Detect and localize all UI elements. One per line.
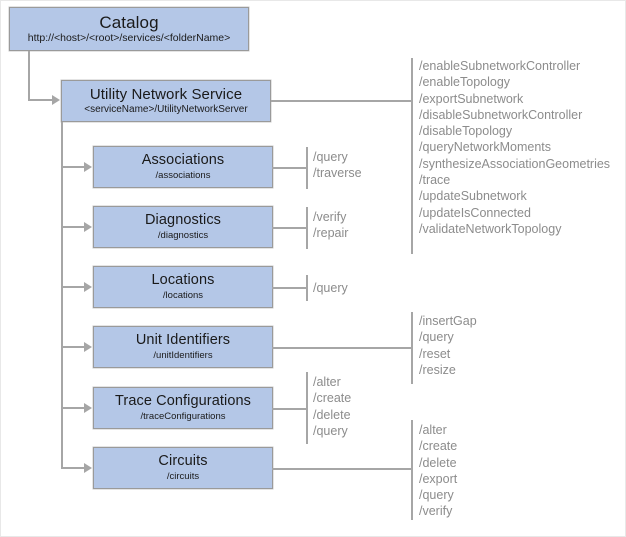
operation-utility-network-service-2: /exportSubnetwork (419, 91, 524, 106)
ops-bar-locations (306, 275, 308, 301)
arrow-branch-associations (84, 162, 92, 172)
node-locations-title: Locations (151, 272, 215, 289)
ops-list-circuits: /alter/create/delete/export/query/verify (419, 422, 457, 520)
node-trace-configurations-title: Trace Configurations (114, 393, 252, 410)
operation-utility-network-service-4: /disableTopology (419, 124, 513, 139)
operation-utility-network-service-1: /enableTopology (419, 75, 511, 90)
ops-list-diagnostics: /verify/repair (313, 209, 348, 242)
arrow-branch-circuits (84, 463, 92, 473)
node-trace-configurations[interactable]: Trace Configurations /traceConfiguration… (93, 387, 273, 429)
connector-uns-trunk (61, 122, 63, 469)
node-catalog[interactable]: Catalog http://<host>/<root>/services/<f… (9, 7, 249, 51)
operation-trace-configurations-3: /query (313, 423, 348, 438)
node-unit-identifiers[interactable]: Unit Identifiers /unitIdentifiers (93, 326, 273, 368)
node-utility-network-service[interactable]: Utility Network Service <serviceName>/Ut… (61, 80, 271, 122)
connector-locations-to-ops (272, 287, 307, 289)
node-diagnostics-path: /diagnostics (157, 229, 209, 241)
operation-unit-identifiers-3: /resize (419, 362, 456, 377)
operation-utility-network-service-8: /updateSubnetwork (419, 189, 527, 204)
node-circuits-title: Circuits (158, 453, 208, 470)
node-catalog-path: http://<host>/<root>/services/<folderNam… (27, 32, 231, 45)
operation-utility-network-service-5: /queryNetworkMoments (419, 140, 551, 155)
ops-bar-utility-network-service (411, 58, 413, 254)
connector-branch-trace-configurations (61, 407, 85, 409)
operation-unit-identifiers-0: /insertGap (419, 314, 477, 328)
connector-branch-circuits (61, 467, 85, 469)
connector-trace-configurations-to-ops (272, 408, 307, 410)
operation-trace-configurations-1: /create (313, 391, 352, 406)
node-catalog-title: Catalog (99, 12, 159, 32)
node-utility-network-service-path: <serviceName>/UtilityNetworkServer (84, 103, 248, 115)
ops-bar-unit-identifiers (411, 312, 413, 384)
node-associations-title: Associations (141, 152, 225, 169)
node-unit-identifiers-title: Unit Identifiers (135, 332, 231, 349)
node-diagnostics-title: Diagnostics (144, 212, 222, 229)
ops-bar-diagnostics (306, 207, 308, 249)
operation-utility-network-service-3: /disableSubnetworkController (419, 107, 583, 122)
ops-list-trace-configurations: /alter/create/delete/query (313, 374, 351, 439)
connector-uns-to-ops (271, 100, 412, 102)
operation-unit-identifiers-1: /query (419, 330, 454, 345)
ops-list-associations: /query/traverse (313, 149, 362, 182)
operation-utility-network-service-9: /updateIsConnected (419, 205, 531, 220)
ops-list-utility-network-service: /enableSubnetworkController/enableTopolo… (419, 58, 610, 237)
connector-branch-associations (61, 166, 85, 168)
node-unit-identifiers-path: /unitIdentifiers (153, 349, 213, 361)
connector-catalog-to-uns (28, 99, 53, 101)
arrow-branch-unit-identifiers (84, 342, 92, 352)
operation-diagnostics-0: /verify (313, 210, 347, 224)
ops-bar-circuits (411, 420, 413, 520)
operation-locations-0: /query (313, 281, 348, 295)
connector-branch-diagnostics (61, 226, 85, 228)
node-circuits[interactable]: Circuits /circuits (93, 447, 273, 489)
operation-circuits-4: /query (419, 488, 454, 503)
node-locations-path: /locations (162, 289, 204, 301)
operation-diagnostics-1: /repair (313, 226, 349, 241)
arrow-branch-trace-configurations (84, 403, 92, 413)
operation-utility-network-service-0: /enableSubnetworkController (419, 59, 581, 73)
arrow-branch-diagnostics (84, 222, 92, 232)
operation-unit-identifiers-2: /reset (419, 346, 451, 361)
operation-circuits-1: /create (419, 439, 458, 454)
operation-trace-configurations-0: /alter (313, 375, 341, 389)
operation-utility-network-service-7: /trace (419, 173, 451, 188)
connector-circuits-to-ops (272, 468, 412, 470)
ops-bar-trace-configurations (306, 372, 308, 444)
operation-circuits-3: /export (419, 471, 458, 486)
connector-unit-identifiers-to-ops (272, 347, 412, 349)
operation-circuits-5: /verify (419, 504, 453, 519)
operation-utility-network-service-10: /validateNetworkTopology (419, 221, 562, 236)
connector-catalog-down (28, 51, 30, 101)
node-trace-configurations-path: /traceConfigurations (140, 410, 226, 422)
node-circuits-path: /circuits (166, 470, 200, 482)
connector-branch-unit-identifiers (61, 346, 85, 348)
arrow-branch-locations (84, 282, 92, 292)
node-utility-network-service-title: Utility Network Service (89, 85, 243, 103)
ops-bar-associations (306, 147, 308, 189)
node-associations-path: /associations (155, 169, 211, 181)
connector-branch-locations (61, 286, 85, 288)
connector-associations-to-ops (272, 167, 307, 169)
operation-trace-configurations-2: /delete (313, 407, 351, 422)
ops-list-locations: /query (313, 280, 348, 296)
operation-associations-0: /query (313, 150, 348, 164)
operation-circuits-0: /alter (419, 423, 447, 437)
arrow-catalog-to-uns (52, 95, 60, 105)
node-locations[interactable]: Locations /locations (93, 266, 273, 308)
connector-diagnostics-to-ops (272, 227, 307, 229)
node-diagnostics[interactable]: Diagnostics /diagnostics (93, 206, 273, 248)
operation-utility-network-service-6: /synthesizeAssociationGeometries (419, 156, 611, 171)
node-associations[interactable]: Associations /associations (93, 146, 273, 188)
operation-associations-1: /traverse (313, 166, 362, 181)
operation-circuits-2: /delete (419, 455, 457, 470)
ops-list-unit-identifiers: /insertGap/query/reset/resize (419, 313, 477, 378)
